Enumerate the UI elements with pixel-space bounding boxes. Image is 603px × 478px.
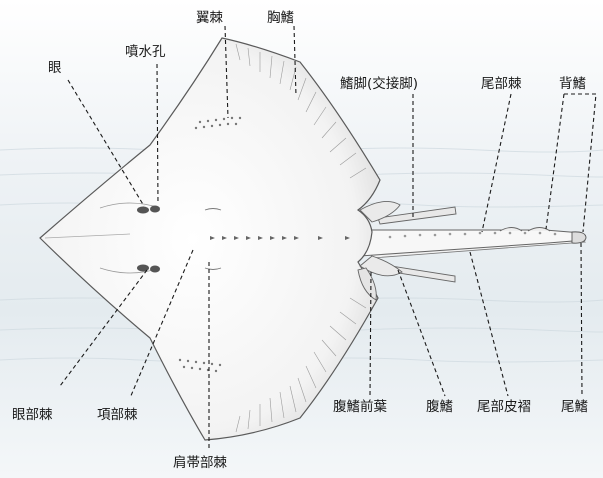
label-nuchal-spine: 項部棘: [97, 407, 138, 423]
label-spiracle: 噴水孔: [125, 44, 166, 60]
label-orbital-spine: 眼部棘: [12, 407, 53, 423]
label-caudal-fin: 尾鰭: [561, 399, 588, 415]
label-eye: 眼: [48, 60, 62, 76]
label-clasper: 鰭脚(交接脚): [340, 76, 418, 92]
label-pectoral-fin: 胸鰭: [267, 10, 294, 26]
label-tail-fold: 尾部皮褶: [477, 399, 531, 415]
label-scapular-spine: 肩帯部棘: [173, 455, 227, 471]
caudal-fin-shape: [572, 232, 586, 243]
label-pelvic-fin: 腹鰭: [426, 399, 453, 415]
label-dorsal-fin: 背鰭: [559, 76, 586, 92]
label-tail-spine: 尾部棘: [481, 76, 522, 92]
label-wing-spine: 翼棘: [196, 10, 223, 26]
label-pelvic-anterior-lobe: 腹鰭前葉: [333, 399, 387, 415]
